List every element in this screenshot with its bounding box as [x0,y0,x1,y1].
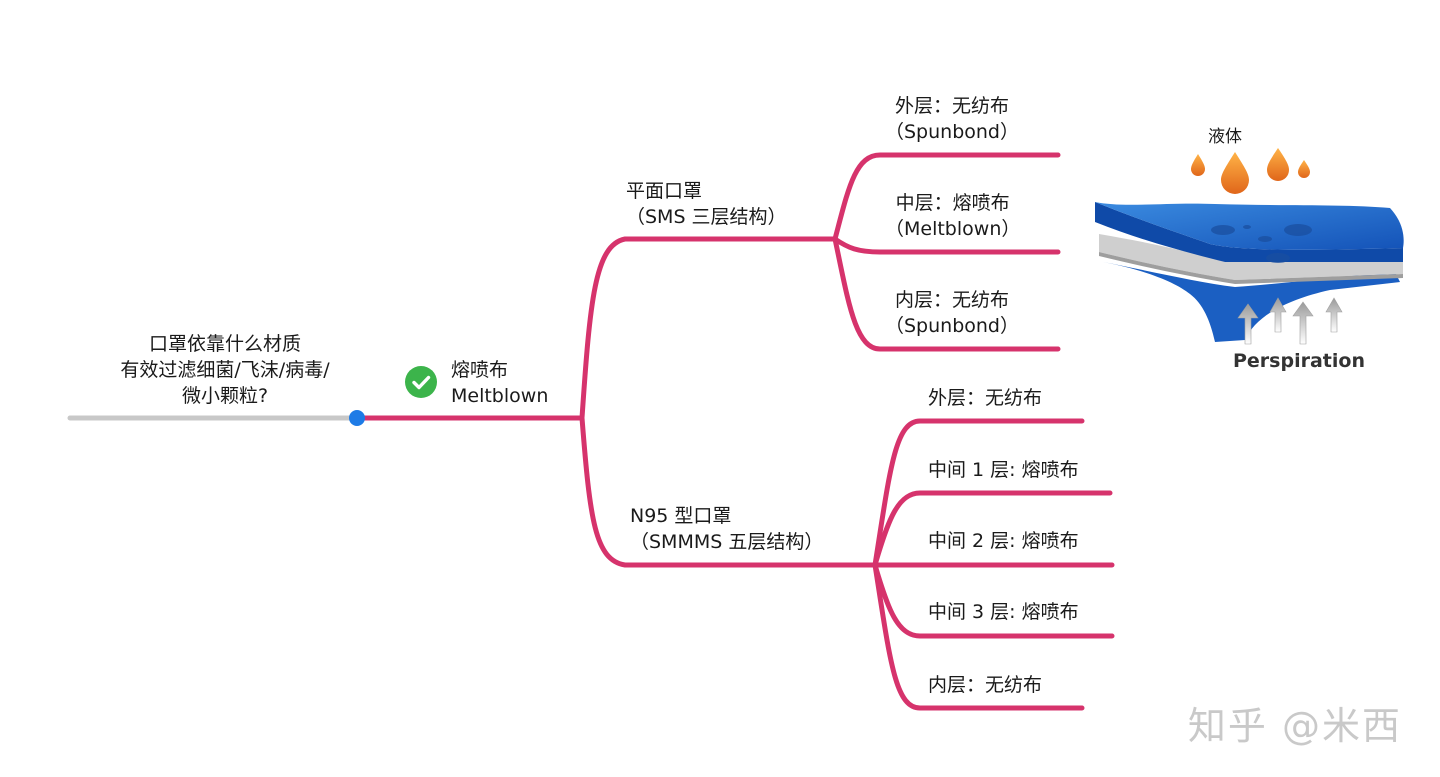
perspiration-arrows [1237,297,1343,345]
branch-n95-title: N95 型口罩 [630,505,732,527]
leaf-flat-outer-line2: （Spunbond） [885,121,1019,143]
connector-flat-inner [832,236,1061,352]
liquid-label: 液体 [1208,127,1242,147]
leaf-flat-middle-line2: （Meltblown） [885,218,1021,240]
connector-flat-outer [832,152,1061,242]
check-circle-icon [405,366,437,398]
topic-line-cn: 熔喷布 [451,359,509,381]
connector-n95-outer [872,418,1085,568]
branch-flat-mask[interactable]: 平面口罩 （SMS 三层结构） [626,178,787,230]
topic-line-en: Meltblown [451,385,549,407]
watermark: 知乎 @米西 [1187,704,1402,748]
perspiration-label: Perspiration [1233,350,1365,372]
leaf-flat-inner-line2: （Spunbond） [885,315,1019,337]
leaf-n95-mid1[interactable]: 中间 1 层: 熔喷布 [928,459,1079,481]
root-line-3: 微小颗粒? [181,385,269,407]
leaf-flat-inner[interactable]: 内层：无纺布 （Spunbond） [885,287,1019,339]
leaf-flat-outer-line1: 外层：无纺布 [894,95,1009,117]
branch-flat-subtitle: （SMS 三层结构） [626,206,787,228]
leaf-flat-middle[interactable]: 中层：熔喷布 （Meltblown） [885,190,1020,242]
connector-branch-n95 [579,415,878,568]
branch-flat-title: 平面口罩 [626,180,703,202]
connector-n95-inner [872,562,1085,711]
leaf-flat-inner-line1: 内层：无纺布 [894,289,1009,311]
droplet-icons [1191,148,1310,194]
root-dot[interactable] [349,410,365,426]
root-node[interactable]: 口罩依靠什么材质 有效过滤细菌/飞沫/病毒/ 微小颗粒? [90,331,360,409]
leaf-flat-middle-line1: 中层：熔喷布 [895,192,1010,214]
connector-flat-middle [832,236,1061,255]
topic-node[interactable]: 熔喷布 Meltblown [451,357,548,409]
branch-n95-subtitle: （SMMMS 五层结构） [630,531,824,553]
root-line-1: 口罩依靠什么材质 [148,333,301,355]
fabric-layers-drawing [1095,148,1404,345]
leaf-n95-mid3[interactable]: 中间 3 层: 熔喷布 [928,601,1079,623]
connector-n95-mid1 [872,490,1113,568]
branch-n95-mask[interactable]: N95 型口罩 （SMMMS 五层结构） [630,503,823,555]
leaf-n95-outer[interactable]: 外层：无纺布 [928,387,1043,409]
leaf-n95-inner[interactable]: 内层：无纺布 [928,674,1043,696]
connector-branch-flat [579,236,838,421]
fabric-layers-illustration: 液体 Perspiration [1085,112,1415,387]
leaf-n95-mid2[interactable]: 中间 2 层: 熔喷布 [928,530,1079,552]
leaf-flat-outer[interactable]: 外层：无纺布 （Spunbond） [885,93,1019,145]
root-line-2: 有效过滤细菌/飞沫/病毒/ [120,359,330,381]
